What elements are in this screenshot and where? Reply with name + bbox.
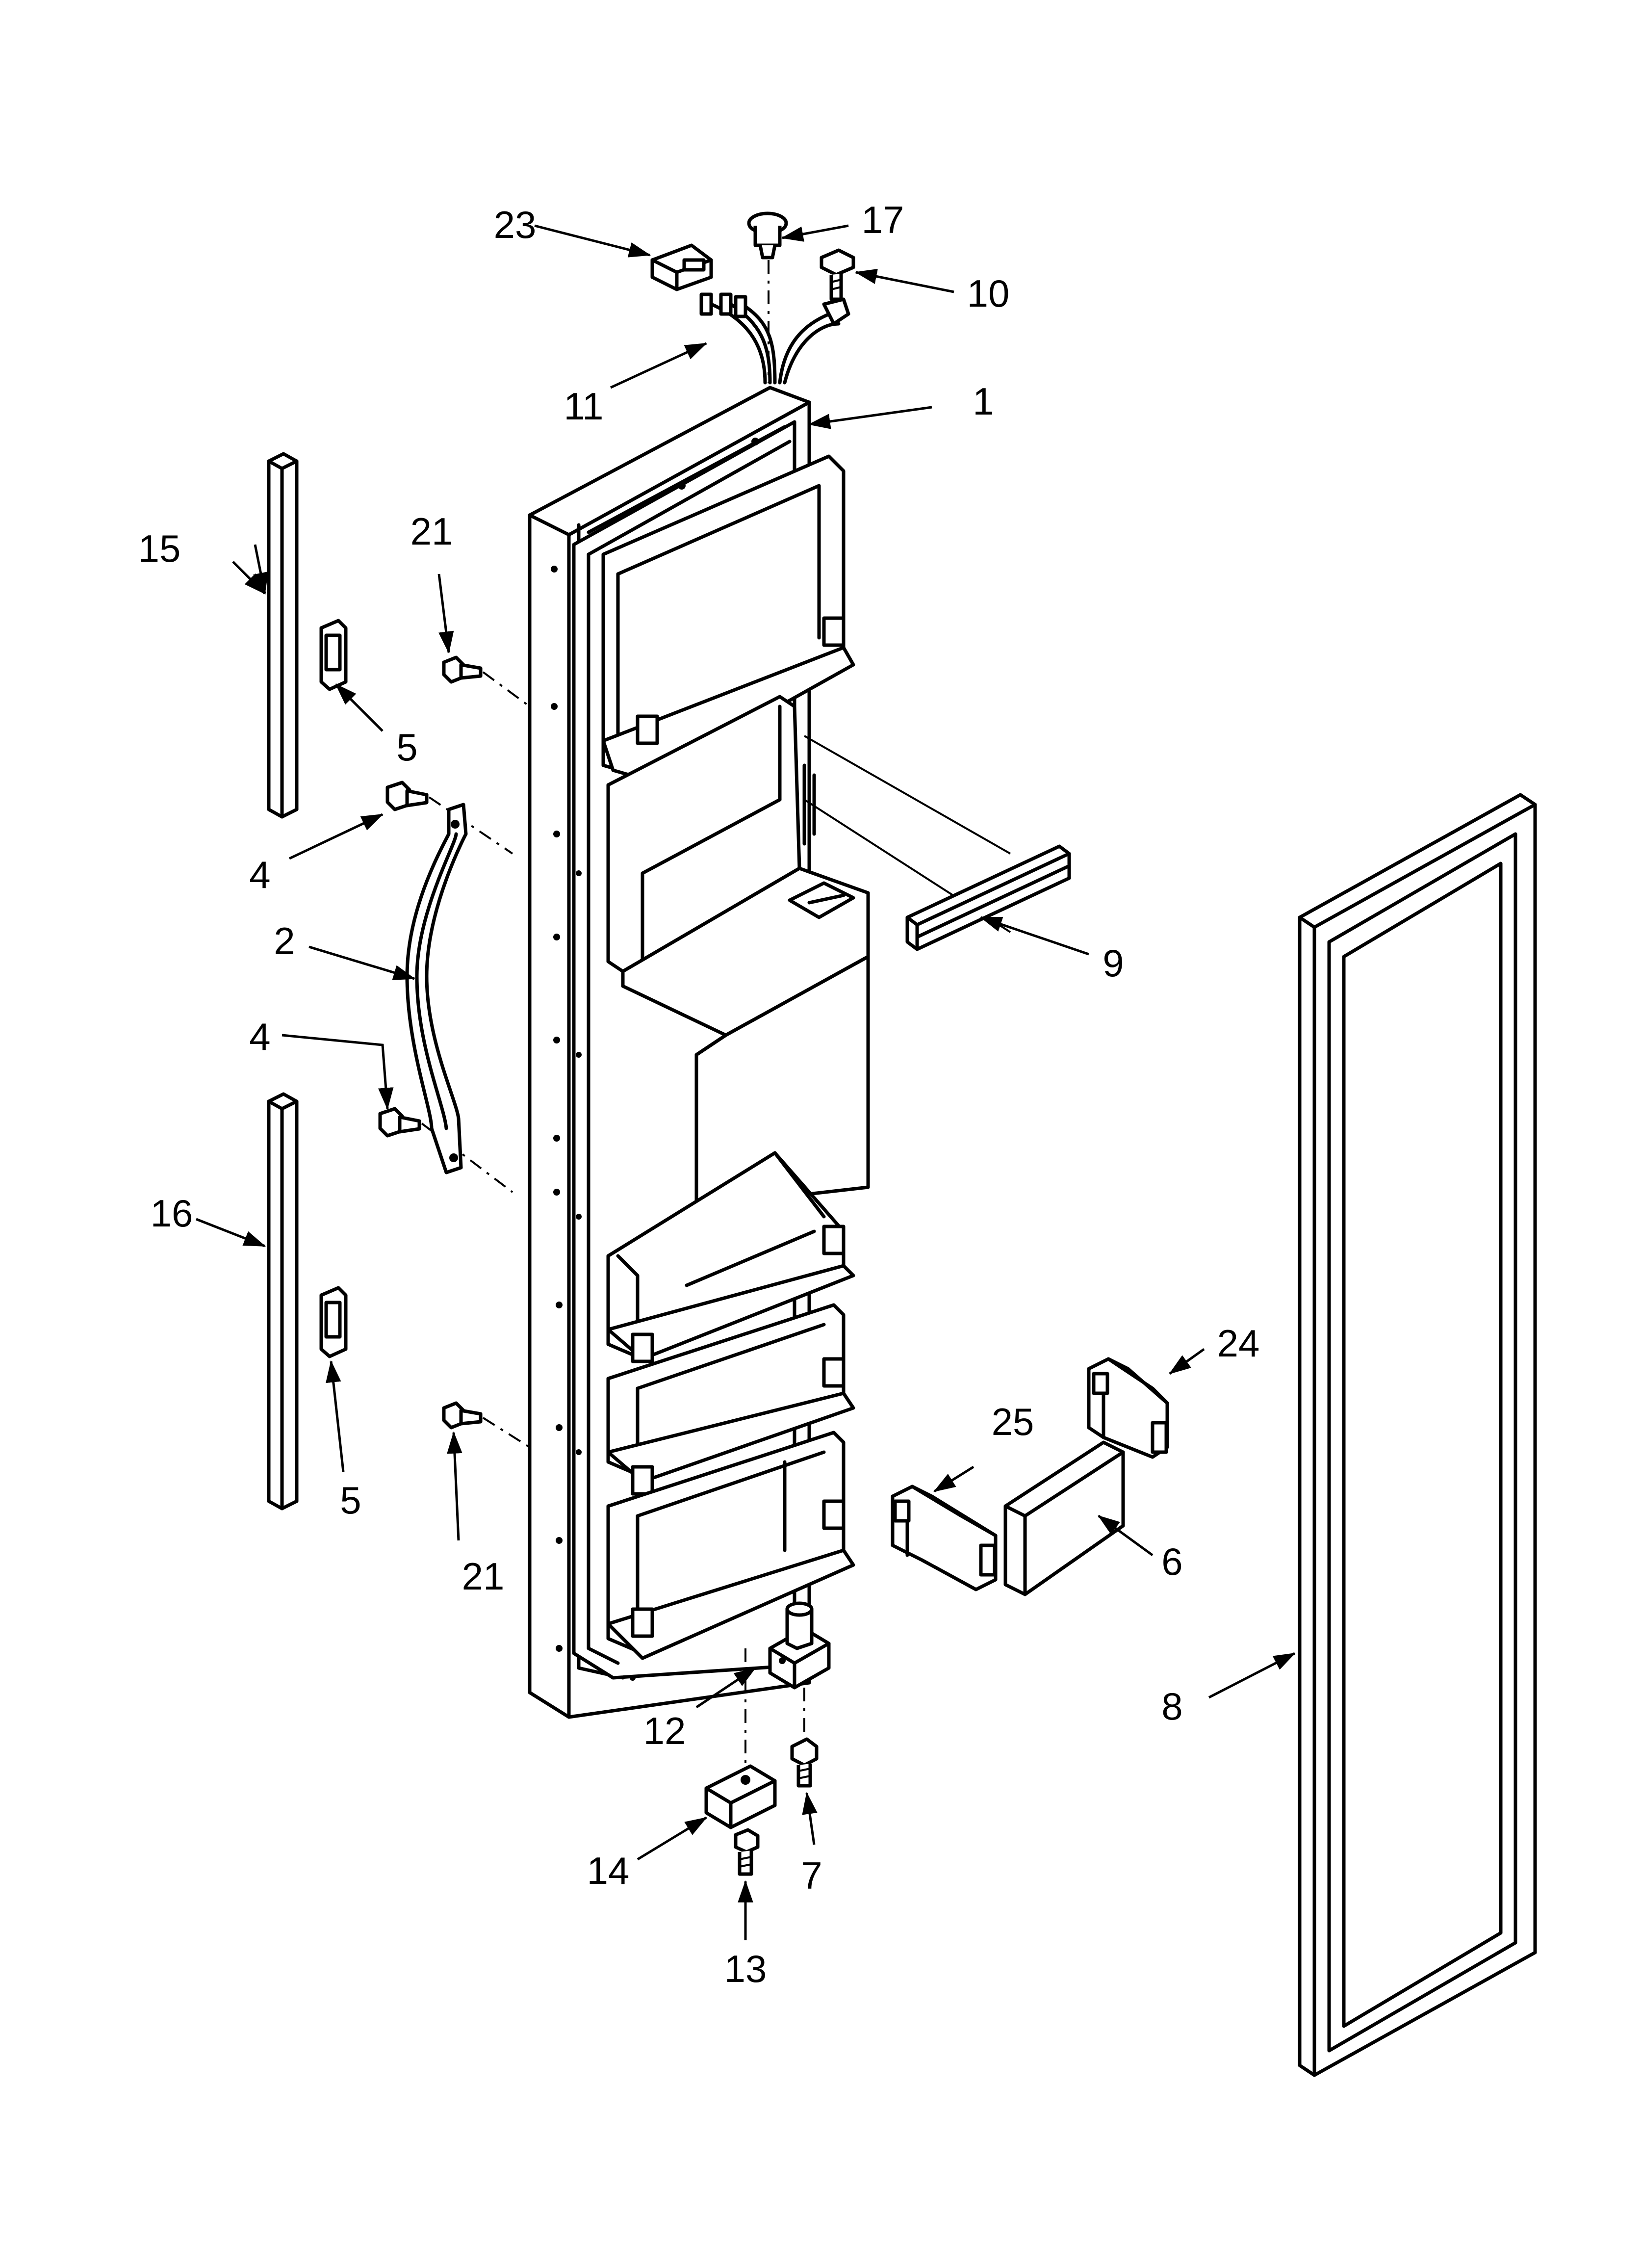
hinge-pin-bracket-part [768, 1601, 831, 1747]
callout-8: 8 [1161, 1685, 1182, 1728]
screw-4-top-part [385, 781, 513, 855]
callout-14: 14 [587, 1849, 630, 1892]
callout-6: 6 [1161, 1540, 1182, 1583]
callout-17: 17 [862, 198, 904, 241]
callout-10: 10 [967, 272, 1010, 315]
door-handle-part [405, 803, 468, 1174]
callout-1: 1 [973, 380, 994, 423]
callout-labels: 1 2 4 4 5 5 6 7 8 9 10 11 12 13 14 15 16… [138, 198, 1260, 1990]
screw-clip-part [820, 248, 855, 301]
screw-7-part [790, 1737, 819, 1788]
callout-11: 11 [564, 385, 604, 428]
callout-4-top: 4 [249, 853, 270, 896]
screw-21-bottom-part [442, 1401, 531, 1448]
callout-15: 15 [138, 527, 181, 570]
trim-strip-bottom-part [267, 1092, 299, 1511]
door-gasket-part [1298, 793, 1537, 2077]
clip-top-part [319, 619, 348, 691]
callout-5-bottom: 5 [340, 1479, 361, 1522]
callout-2: 2 [274, 919, 295, 963]
screw-13-part [734, 1828, 760, 1876]
callout-21-top: 21 [410, 510, 453, 553]
callout-16: 16 [151, 1192, 193, 1235]
bracket-rail-part [905, 844, 1071, 951]
bracket-cover-left-part [891, 1485, 998, 1591]
door-edge-screw-holes [551, 438, 759, 1681]
screw-21-top-part [442, 655, 531, 707]
trim-strip-top-part [267, 452, 299, 819]
callout-13: 13 [724, 1947, 767, 1990]
hinge-bracket-part [704, 1648, 777, 1829]
callout-25: 25 [992, 1400, 1034, 1443]
wire-harness-part [699, 292, 850, 385]
door-assembly-part [528, 386, 1011, 1719]
callout-24: 24 [1217, 1322, 1260, 1365]
callout-4-bottom: 4 [249, 1015, 270, 1058]
light-socket-part [747, 211, 788, 383]
clip-bottom-part [319, 1286, 348, 1358]
callout-9: 9 [1103, 941, 1124, 985]
callout-21-bottom: 21 [462, 1555, 505, 1598]
bracket-cover-part [1087, 1357, 1169, 1459]
callout-7: 7 [801, 1854, 822, 1897]
callout-23: 23 [494, 203, 537, 246]
callout-5-top: 5 [396, 726, 417, 769]
callout-12: 12 [643, 1709, 686, 1752]
screw-4-bottom-part [378, 1107, 513, 1193]
callout-leaders [196, 224, 1296, 1940]
dispenser-panel-part [1003, 1440, 1125, 1596]
connector-part [650, 243, 713, 291]
